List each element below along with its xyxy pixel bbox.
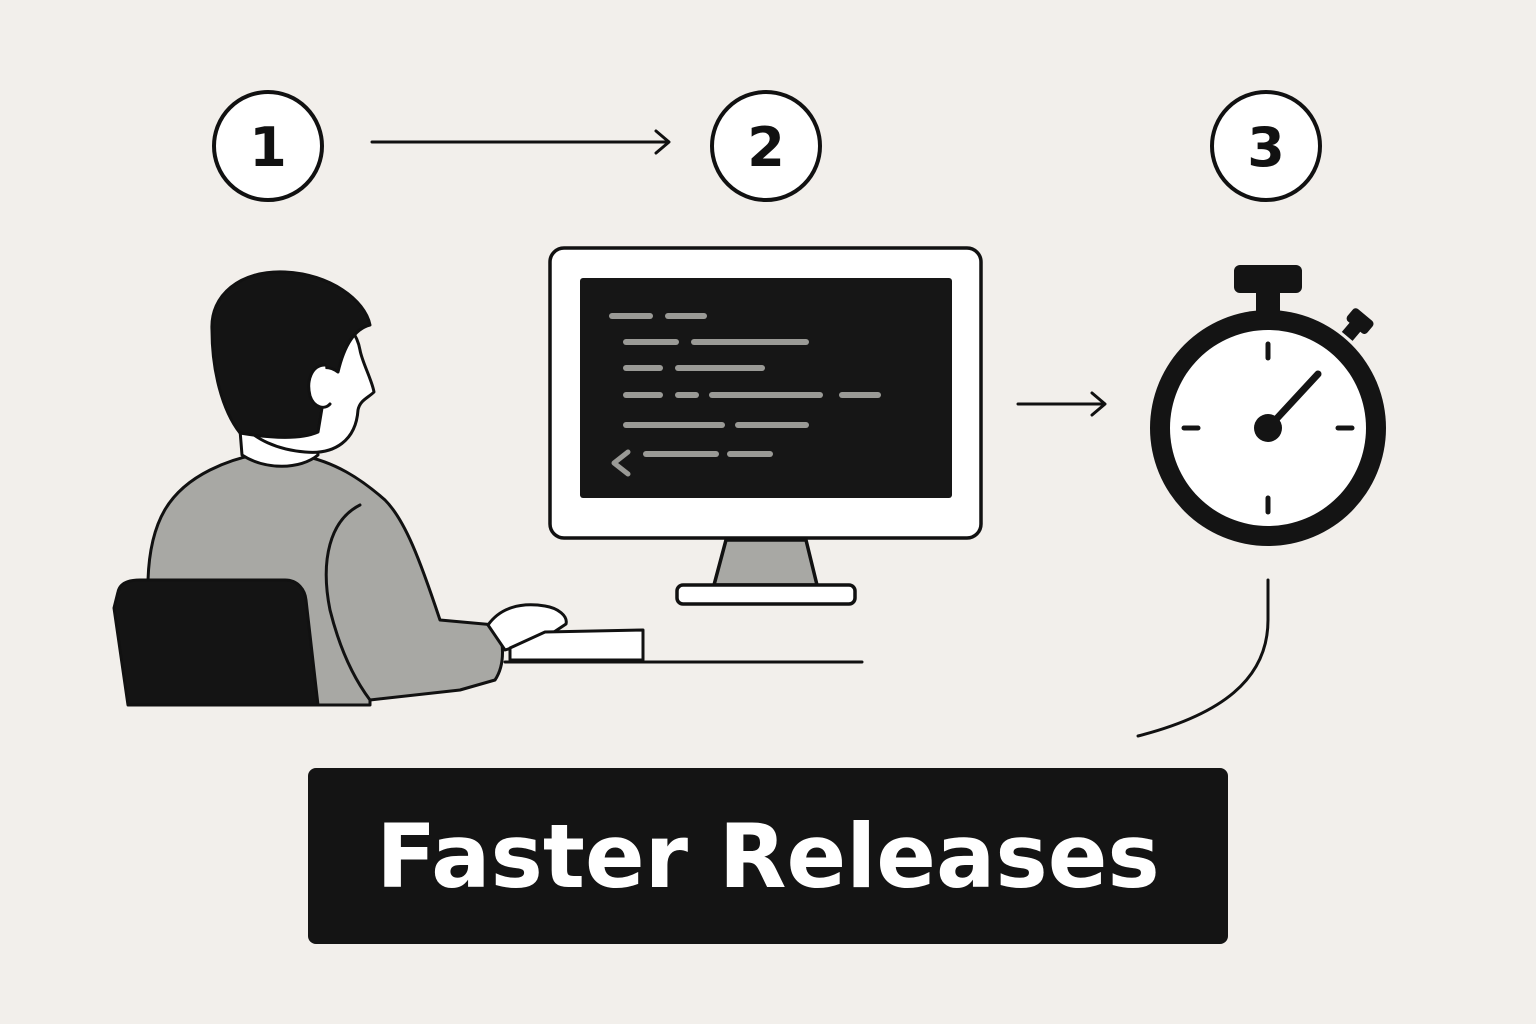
step-2-badge: 2 [710, 90, 822, 202]
banner-title: Faster Releases [376, 804, 1160, 908]
monitor-code-icon [548, 246, 983, 606]
step-1-badge: 1 [212, 90, 324, 202]
chair-icon [112, 578, 320, 707]
step-2-number: 2 [747, 116, 785, 179]
stopwatch-icon [1150, 265, 1386, 546]
step-3-number: 3 [1247, 116, 1285, 179]
step-1-number: 1 [249, 116, 287, 179]
step-3-badge: 3 [1210, 90, 1322, 202]
connector-curve [1136, 578, 1270, 738]
code-lines [609, 313, 881, 477]
person-at-desk-icon [146, 270, 864, 707]
arrow-step2-to-step3 [1016, 391, 1107, 417]
arrow-step1-to-step2 [370, 129, 671, 155]
faster-releases-banner: Faster Releases [308, 768, 1228, 944]
